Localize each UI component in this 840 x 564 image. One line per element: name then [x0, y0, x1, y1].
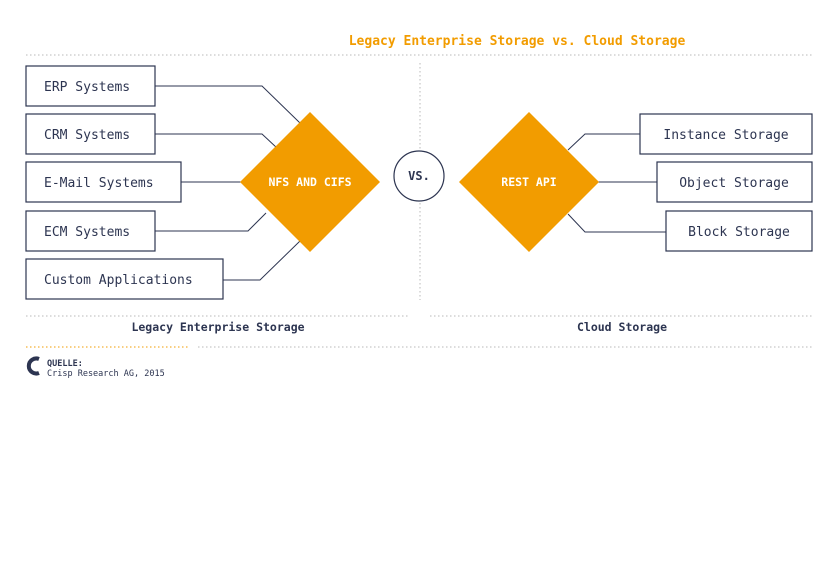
left-item-label: ECM Systems [44, 225, 130, 240]
right-hub: REST API [459, 112, 599, 252]
left-hub-diamond [240, 112, 380, 252]
right-item-instance: Instance Storage [639, 113, 813, 155]
left-item-erp: ERP Systems [25, 65, 156, 107]
right-connectors [567, 133, 666, 233]
left-hub: NFS AND CIFS [240, 112, 380, 252]
crisp-logo-icon [26, 356, 40, 376]
source-label: QUELLE: [47, 359, 83, 369]
right-hub-diamond [459, 112, 599, 252]
left-item-email: E-Mail Systems [25, 161, 182, 203]
right-item-object: Object Storage [656, 161, 813, 203]
left-item-custom: Custom Applications [25, 258, 224, 300]
connector-erp [155, 85, 301, 124]
connector-custom [223, 240, 301, 281]
right-hub-label: REST API [501, 175, 556, 189]
left-item-label: Custom Applications [44, 273, 193, 288]
left-connectors [155, 85, 301, 281]
connector-instance [567, 133, 640, 151]
left-item-label: CRM Systems [44, 128, 130, 143]
left-caption: Legacy Enterprise Storage [131, 320, 304, 334]
connector-ecm [155, 212, 267, 232]
left-item-label: E-Mail Systems [44, 176, 154, 191]
left-hub-label: NFS AND CIFS [268, 175, 351, 189]
right-item-label: Block Storage [688, 225, 790, 240]
left-item-crm: CRM Systems [25, 113, 156, 155]
diagram-title: Legacy Enterprise Storage vs. Cloud Stor… [349, 34, 686, 49]
left-item-label: ERP Systems [44, 80, 130, 95]
connector-crm [155, 133, 278, 149]
right-item-block: Block Storage [665, 210, 813, 252]
right-caption: Cloud Storage [577, 320, 667, 334]
right-item-label: Instance Storage [663, 128, 788, 143]
vs-label: VS. [408, 169, 430, 183]
right-item-label: Object Storage [679, 176, 789, 191]
source-text: Crisp Research AG, 2015 [47, 369, 165, 379]
vs-badge: VS. [393, 150, 445, 202]
left-item-ecm: ECM Systems [25, 210, 156, 252]
connector-block [567, 213, 666, 233]
